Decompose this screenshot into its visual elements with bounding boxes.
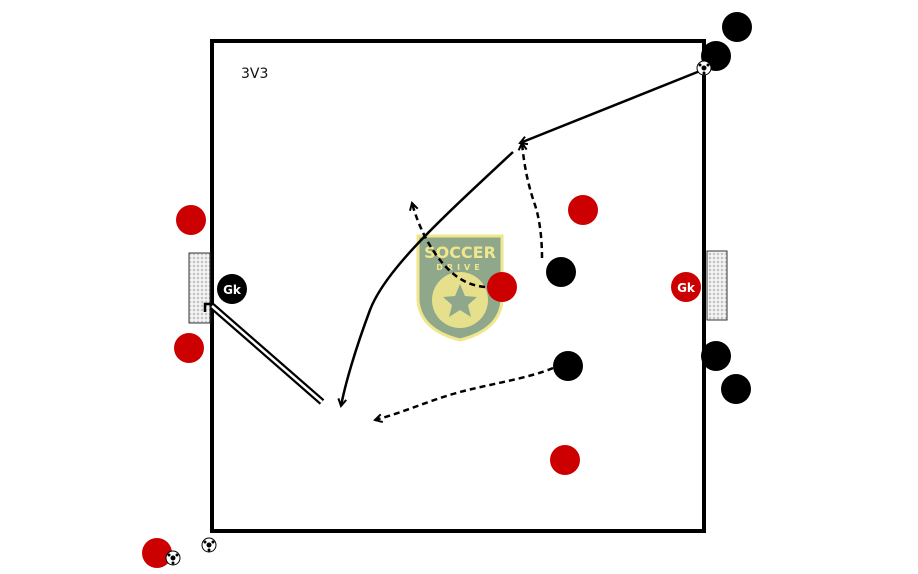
- soccer-ball-icon: [696, 60, 712, 76]
- black-player: [721, 374, 751, 404]
- run-arrow: [412, 203, 486, 289]
- red-player: [174, 333, 204, 363]
- black-player: [553, 351, 583, 381]
- left-goal: [188, 252, 211, 324]
- right-goal: [706, 250, 728, 321]
- run-arrow: [522, 143, 544, 259]
- logo-text-drive: DRIVE: [436, 263, 483, 272]
- logo-text-soccer: SOCCER: [424, 243, 496, 262]
- pass-arrow-curved: [341, 151, 514, 406]
- red-player: [176, 205, 206, 235]
- red-player: [568, 195, 598, 225]
- drill-title: 3V3: [241, 66, 268, 82]
- black-goalkeeper: Gk: [217, 274, 247, 304]
- red-player: [487, 272, 517, 302]
- black-player: [701, 341, 731, 371]
- red-player: [550, 445, 580, 475]
- black-player: [546, 257, 576, 287]
- run-arrow: [375, 366, 554, 420]
- red-goalkeeper: Gk: [671, 272, 701, 302]
- gk-label: Gk: [223, 283, 242, 297]
- soccer-ball-icon: [201, 537, 217, 553]
- red-team: [142, 195, 598, 568]
- dribble-line: [209, 303, 325, 405]
- red-player: [142, 538, 172, 568]
- black-player: [722, 12, 752, 42]
- gk-label: Gk: [677, 281, 696, 295]
- field-boundary: [210, 39, 706, 533]
- pass-arrow: [520, 69, 701, 143]
- soccer-ball-icon: [165, 550, 181, 566]
